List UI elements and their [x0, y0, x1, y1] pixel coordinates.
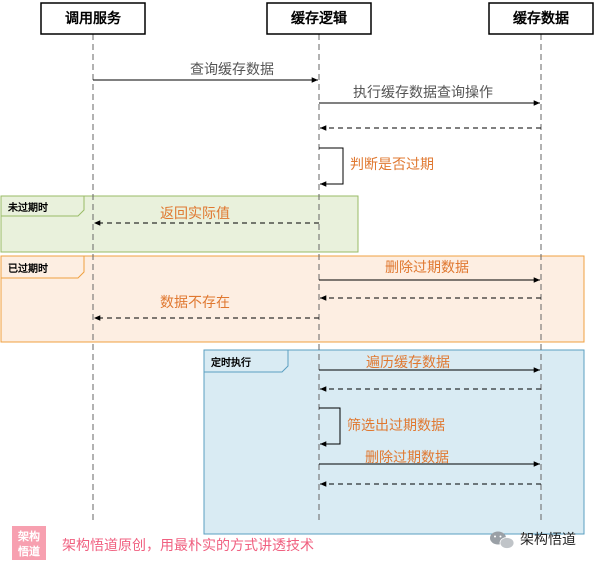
message-m11: 筛选出过期数据 — [319, 407, 445, 447]
participant-cache-logic: 缓存逻辑 — [266, 2, 372, 35]
message-m11-label: 筛选出过期数据 — [347, 418, 445, 434]
message-m12: 删除过期数据 — [319, 450, 540, 467]
fragment-scheduled-label: 定时执行 — [211, 356, 251, 369]
message-m9: 遍历缓存数据 — [319, 355, 540, 373]
message-m6: 删除过期数据 — [319, 260, 540, 283]
wechat-icon — [490, 531, 515, 549]
participant-cache-logic-label: 缓存逻辑 — [291, 10, 347, 27]
fragment-scheduled-tab — [203, 349, 289, 373]
fragment-not-expired-label: 未过期时 — [7, 201, 48, 214]
message-m1: 查询缓存数据 — [93, 62, 318, 83]
wechat-label: 架构悟道 — [520, 532, 576, 548]
fragment-expired: 已过期时 — [0, 255, 585, 343]
fragment-not-expired: 未过期时 — [0, 195, 359, 253]
fragment-scheduled-box — [203, 349, 585, 535]
participant-cache-data: 缓存数据 — [488, 2, 594, 35]
fragment-expired-box — [0, 255, 585, 343]
message-m5: 返回实际值 — [94, 206, 319, 226]
watermark-badge-line-1: 架构 — [17, 529, 40, 543]
message-m5-label: 返回实际值 — [160, 206, 230, 222]
watermark-badge: 架构 悟道 — [12, 526, 46, 560]
message-m2: 执行缓存数据查询操作 — [319, 85, 540, 106]
message-m1-label: 查询缓存数据 — [190, 62, 274, 78]
message-m8-label: 数据不存在 — [160, 295, 230, 311]
message-m9-label: 遍历缓存数据 — [366, 355, 450, 371]
participant-cache-data-label: 缓存数据 — [513, 10, 569, 27]
watermark-text: 架构悟道原创，用最朴实的方式讲透技术 — [62, 538, 314, 554]
participant-caller-label: 调用服务 — [65, 10, 122, 27]
fragment-not-expired-tab — [0, 195, 85, 217]
message-m12-label: 删除过期数据 — [365, 450, 449, 466]
message-m6-label: 删除过期数据 — [385, 260, 469, 276]
watermark-badge-line-2: 悟道 — [18, 544, 40, 558]
message-m4: 判断是否过期 — [319, 147, 434, 187]
fragment-expired-tab — [0, 255, 85, 279]
message-m2-label: 执行缓存数据查询操作 — [353, 85, 493, 101]
message-m4-label: 判断是否过期 — [350, 157, 434, 173]
participant-caller: 调用服务 — [40, 2, 146, 35]
fragment-scheduled: 定时执行 — [203, 349, 585, 535]
message-m8: 数据不存在 — [94, 295, 319, 321]
fragment-expired-label: 已过期时 — [8, 262, 48, 275]
